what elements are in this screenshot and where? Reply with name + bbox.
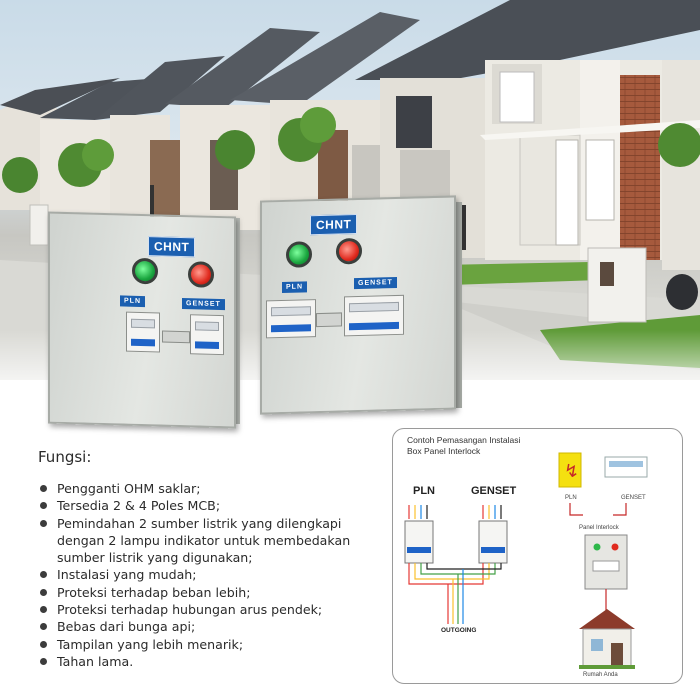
housing-photo [0,0,700,380]
output-wiring [408,563,502,624]
interlock-panel-right: CHNT PLN GENSET [260,195,456,415]
brand-logo: CHNT [148,236,196,258]
rumah-label: Rumah Anda [583,672,618,678]
list-item: Pemindahan 2 sumber listrik yang dilengk… [38,515,383,567]
list-item: Proteksi terhadap hubungan arus pendek; [38,601,383,618]
house-icon [579,609,635,629]
list-item: Tampilan yang lebih menarik; [38,636,383,653]
list-item: Proteksi terhadap beban lebih; [38,584,383,601]
mcb-genset-4pole [344,294,404,337]
pln-tag: PLN [120,295,145,308]
pln-tower-icon [558,452,582,488]
list-item: Pengganti OHM saklar; [38,480,383,497]
list-item: Instalasi yang mudah; [38,566,383,583]
panel-right-side [452,202,462,408]
small-genset-label: GENSET [621,495,646,501]
diagram-title: Contoh Pemasangan Instalasi Box Panel In… [407,435,521,456]
genset-tag: GENSET [354,276,397,290]
outgoing-label: OUTGOING [441,627,477,634]
function-heading: Fungsi: [38,448,92,466]
brand-logo: CHNT [310,214,358,236]
list-item: Tersedia 2 & 4 Poles MCB; [38,497,383,514]
diagram-genset-label: GENSET [471,485,517,497]
installation-diagram: Contoh Pemasangan Instalasi Box Panel In… [392,428,683,684]
red-indicator-lamp [188,261,214,288]
mcb-genset [190,314,224,356]
diagram-mcb-genset [478,520,508,564]
red-indicator-lamp [336,237,362,265]
green-indicator-lamp [286,241,312,268]
mcb-pln-4pole [266,299,316,339]
list-item: Tahan lama. [38,653,383,670]
mcb-pln [126,311,160,353]
function-list-section: Fungsi: Pengganti OHM saklar; Tersedia 2… [38,448,383,670]
green-indicator-lamp [132,257,158,285]
pln-tag: PLN [282,281,307,293]
interlock-bar [162,330,190,344]
function-list: Pengganti OHM saklar; Tersedia 2 & 4 Pol… [38,480,383,670]
genset-tag: GENSET [182,298,225,311]
svg-text:↯: ↯ [564,461,579,482]
wiring-diagram: ↯ [404,452,648,669]
list-item: Bebas dari bunga api; [38,618,383,635]
genset-input-arrows [482,505,502,519]
diagram-mcb-pln [404,520,434,564]
diagram-pln-label: PLN [413,485,435,497]
small-pln-label: PLN [565,495,577,501]
panel-interlock-label: Panel Interlock [579,525,619,531]
interlock-panel-left: CHNT PLN GENSET [48,211,236,429]
pln-input-arrows [408,505,428,519]
interlock-bar [316,312,342,328]
panel-left-side [232,218,240,424]
